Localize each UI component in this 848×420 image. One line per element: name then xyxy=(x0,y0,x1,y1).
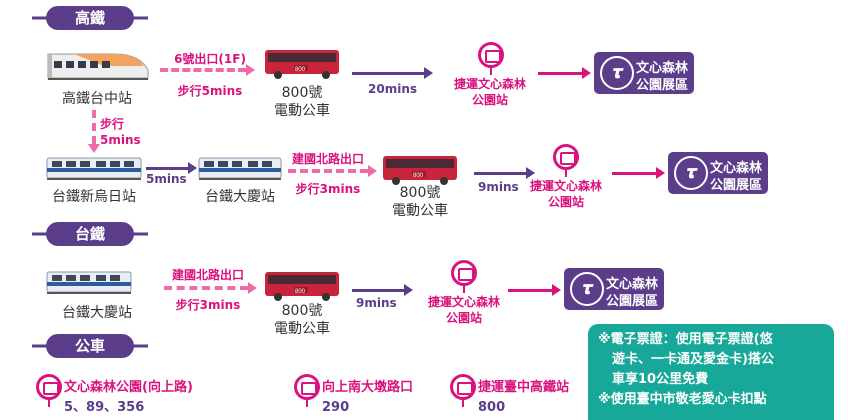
mrt-stop-label-row2: 捷運文心森林公園站 xyxy=(529,179,602,209)
park-exhibit-box-row2: 𝝉 文心森林公園展區 xyxy=(668,152,768,194)
station-tra-daqing-row2: 台鐵大慶站 xyxy=(205,189,275,205)
park-logo-icon: 𝝉 xyxy=(674,156,708,190)
bus-ride-arrow-head xyxy=(424,67,433,79)
bus-stop-pin-icon-row3 xyxy=(451,260,477,286)
walk-time-label-row2: 步行3mins xyxy=(295,182,361,196)
electric-bus-icon-row2: 800 xyxy=(383,156,457,185)
walk-arrow-row2 xyxy=(288,169,368,173)
walk-time-label: 步行5mins xyxy=(177,84,243,98)
tra-train-icon-3 xyxy=(46,271,132,294)
ride-time-label-row3: 9mins xyxy=(356,296,397,310)
bus-ride-arrow-head-row3 xyxy=(404,284,413,296)
section-label-tra: 台鐵 xyxy=(46,222,134,246)
svg-text:800: 800 xyxy=(295,67,306,73)
fare-note-box: ※電子票證：使用電子票證(悠 遊卡、一卡通及愛金卡)搭公 車享10公里免費 ※使… xyxy=(588,324,834,420)
park-logo-icon: 𝝉 xyxy=(570,272,604,306)
train-arrow-head xyxy=(188,162,197,174)
ride-time-label: 20mins xyxy=(368,82,418,96)
bus-ride-arrow xyxy=(352,72,424,75)
station-tra-daqing: 台鐵大慶站 xyxy=(62,305,132,321)
bus-stop-pin-icon-list-3 xyxy=(450,374,476,400)
final-arrow-head-row2 xyxy=(656,167,665,179)
bus-ride-arrow-row3 xyxy=(352,289,404,292)
station-hsr-taichung: 高鐵台中站 xyxy=(62,91,132,107)
mrt-stop-label-row3: 捷運文心森林公園站 xyxy=(427,295,500,325)
walk-arrow xyxy=(160,68,246,72)
bus-stop-pin-icon xyxy=(478,42,504,68)
park-exhibit-box-row3: 𝝉 文心森林公園展區 xyxy=(564,268,664,310)
svg-text:800: 800 xyxy=(413,173,424,179)
svg-text:800: 800 xyxy=(295,289,306,295)
ride-time-label-row2: 9mins xyxy=(478,180,519,194)
walk-arrow-row3 xyxy=(164,286,248,290)
walk-arrow-head-row2 xyxy=(368,165,377,177)
final-arrow-row2 xyxy=(612,172,656,175)
bus-label-row1: 800號電動公車 xyxy=(274,85,330,119)
transfer-walk-arrow xyxy=(92,110,96,144)
mrt-stop-label-row1: 捷運文心森林公園站 xyxy=(453,77,526,107)
bus-label-row3: 800號電動公車 xyxy=(274,303,330,337)
final-arrow-head-row3 xyxy=(552,284,561,296)
bus-stop-item-1: 文心森林公園(向上路)5、89、356 xyxy=(64,380,193,415)
final-arrow-row3 xyxy=(508,289,552,292)
walk-arrow-head-row3 xyxy=(248,282,257,294)
bus-stop-pin-icon-list-1 xyxy=(36,374,62,400)
final-arrow-row1 xyxy=(538,72,582,75)
walk-exit-label-row2: 建國北路出口 xyxy=(291,152,364,166)
electric-bus-icon-row3: 800 xyxy=(265,272,339,301)
station-tra-xinwuri: 台鐵新烏日站 xyxy=(52,189,136,205)
walk-arrow-head xyxy=(246,64,255,76)
bus-label-row2: 800號電動公車 xyxy=(392,185,448,219)
section-label-bus: 公車 xyxy=(46,334,134,358)
final-arrow-head-row1 xyxy=(582,67,591,79)
hsr-train-icon xyxy=(47,53,149,80)
bus-stop-pin-icon-row2 xyxy=(553,144,579,170)
park-logo-icon: 𝝉 xyxy=(600,56,634,90)
bus-ride-arrow-head-row2 xyxy=(526,167,535,179)
tra-train-icon-2 xyxy=(198,157,282,180)
electric-bus-icon: 800 xyxy=(265,50,339,79)
transfer-walk-arrow-head xyxy=(88,144,100,153)
bus-ride-arrow-row2 xyxy=(474,172,526,175)
tra-train-icon xyxy=(46,157,142,180)
train-arrow xyxy=(146,167,188,170)
bus-stop-pin-icon-list-2 xyxy=(294,374,320,400)
walk-time-label-row3: 步行3mins xyxy=(175,298,241,312)
walk-exit-label: 6號出口(1F) xyxy=(174,52,246,66)
park-exhibit-box-row1: 𝝉 文心森林公園展區 xyxy=(594,52,694,94)
train-time-label: 5mins xyxy=(146,172,187,186)
section-label-hsr: 高鐵 xyxy=(46,6,134,30)
walk-exit-label-row3: 建國北路出口 xyxy=(171,268,244,282)
